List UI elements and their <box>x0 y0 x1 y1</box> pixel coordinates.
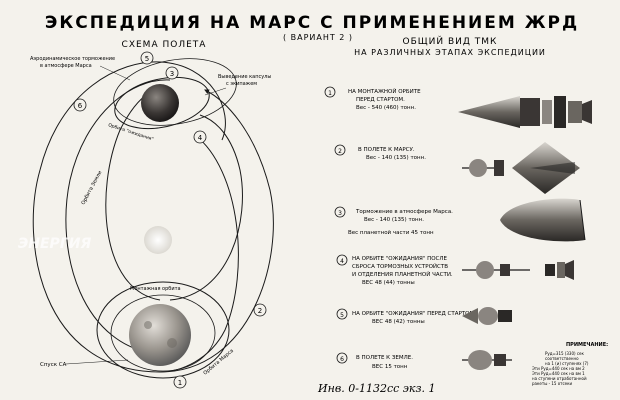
svg-text:на 1 (и) ступенях (7): на 1 (и) ступенях (7) <box>545 361 589 366</box>
sun <box>144 226 172 254</box>
earth-mounting-orbit <box>96 281 230 379</box>
svg-text:4: 4 <box>340 258 344 265</box>
svg-text:Pуд=315 (330) сек: Pуд=315 (330) сек <box>545 351 584 356</box>
mars-planet <box>141 84 179 122</box>
orbit-marker-5: 5 <box>140 51 154 65</box>
stage-4: 4 НА ОРБИТЕ "ОЖИДАНИЯ" ПОСЛЕ СБРОСА ТОРМ… <box>336 254 574 286</box>
earth-planet <box>129 304 191 366</box>
note-block: ПРИМЕЧАНИЕ: Pуд=315 (330) сек соответств… <box>532 342 608 386</box>
label-mounting-orbit: Монтажная орбита <box>130 286 181 292</box>
trajectory-outer-right <box>159 89 274 373</box>
svg-text:Вес - 140 (135) тонн.: Вес - 140 (135) тонн. <box>366 155 426 161</box>
stage-4-spacecraft <box>462 260 574 280</box>
svg-text:НА ОРБИТЕ "ОЖИДАНИЯ" ПОСЛЕ: НА ОРБИТЕ "ОЖИДАНИЯ" ПОСЛЕ <box>352 256 448 262</box>
stages-list: 1 НА МОНТАЖНОЙ ОРБИТЕ ПЕРЕД СТАРТОМ. Вес… <box>324 86 592 370</box>
earth-crater <box>167 338 177 348</box>
stage-2: 2 В ПОЛЕТЕ К МАРСУ. Вес - 140 (135) тонн… <box>334 142 580 194</box>
svg-text:2: 2 <box>258 307 262 315</box>
svg-text:Вес планетной части 45 тонн: Вес планетной части 45 тонн <box>348 229 434 236</box>
watermark: ЭНЕРГИЯ <box>18 236 91 252</box>
svg-text:ракеты - 15 отсеки: ракеты - 15 отсеки <box>532 381 573 386</box>
label-capsule-release: Выведение капсулы <box>218 74 271 80</box>
svg-text:ВЕС 48 (44) тонны: ВЕС 48 (44) тонны <box>362 280 415 286</box>
svg-text:1: 1 <box>178 379 182 387</box>
note-title: ПРИМЕЧАНИЕ: <box>566 342 608 348</box>
label-waiting-orbit: Орбита "ожидания" <box>107 122 154 142</box>
svg-text:3: 3 <box>170 70 174 78</box>
svg-text:НА МОНТАЖНОЙ ОРБИТЕ: НА МОНТАЖНОЙ ОРБИТЕ <box>348 88 421 95</box>
trajectory-outer <box>32 61 226 373</box>
svg-text:ВЕС 48 (42) тонны: ВЕС 48 (42) тонны <box>372 319 425 325</box>
earth-inner-orbit <box>110 294 216 372</box>
svg-text:И ОТДЕЛЕНИЯ ПЛАНЕТНОЙ ЧАСТИ.: И ОТДЕЛЕНИЯ ПЛАНЕТНОЙ ЧАСТИ. <box>352 271 453 278</box>
stage-6: 6 В ПОЛЕТЕ К ЗЕМЛЕ. ВЕС 15 тонн <box>336 350 512 370</box>
svg-text:6: 6 <box>78 102 83 110</box>
orbit-marker-1: 1 <box>173 375 187 389</box>
svg-text:Вес - 140 (135) тонн.: Вес - 140 (135) тонн. <box>364 217 424 223</box>
label-earth-orbit: Орбита Земли <box>80 170 103 206</box>
stage-3-spacecraft <box>500 198 586 242</box>
svg-text:НА ОРБИТЕ "ОЖИДАНИЯ" ПЕРЕД СТА: НА ОРБИТЕ "ОЖИДАНИЯ" ПЕРЕД СТАРТОМ. <box>352 311 476 317</box>
svg-text:3: 3 <box>338 210 342 217</box>
orbit-marker-3: 3 <box>165 66 179 80</box>
flight-scheme: 1 2 3 4 5 6 Аэродинамическое торможение … <box>30 51 274 389</box>
label-aero-braking: Аэродинамическое торможение <box>30 56 115 62</box>
mars-aerobraking-orbit <box>113 58 237 126</box>
svg-text:5: 5 <box>340 312 344 319</box>
svg-text:СБРОСА ТОРМОЗНЫХ УСТРОЙСТВ: СБРОСА ТОРМОЗНЫХ УСТРОЙСТВ <box>352 263 448 270</box>
stage-2-spacecraft <box>462 142 580 194</box>
scheme-title: СХЕМА ПОЛЕТА <box>122 40 207 50</box>
svg-text:на ступени отработанной: на ступени отработанной <box>532 376 587 381</box>
earth-crater <box>144 321 152 329</box>
stage-6-spacecraft <box>462 350 512 370</box>
svg-text:соответственно: соответственно <box>545 356 579 361</box>
orbit-marker-4: 4 <box>193 130 207 144</box>
svg-text:Эти Pуд=440 сек на вм 1: Эти Pуд=440 сек на вм 1 <box>532 371 585 376</box>
stage-5-spacecraft <box>462 307 512 325</box>
orbit-marker-2: 2 <box>253 303 267 317</box>
svg-text:Торможение в атмосфере Марса.: Торможение в атмосфере Марса. <box>355 209 453 215</box>
stage-3: 3 Торможение в атмосфере Марса. Вес - 14… <box>334 198 586 242</box>
stage-5: 5 НА ОРБИТЕ "ОЖИДАНИЯ" ПЕРЕД СТАРТОМ. ВЕ… <box>336 307 512 325</box>
svg-text:1: 1 <box>328 90 332 97</box>
svg-text:2: 2 <box>338 148 342 155</box>
stage-1-spacecraft <box>458 96 592 128</box>
svg-text:4: 4 <box>198 134 203 142</box>
stage-1: 1 НА МОНТАЖНОЙ ОРБИТЕ ПЕРЕД СТАРТОМ. Вес… <box>324 86 592 128</box>
general-view-title: ОБЩИЙ ВИД ТМК <box>403 35 498 47</box>
main-title: ЭКСПЕДИЦИЯ НА МАРС С ПРИМЕНЕНИЕМ ЖРД <box>45 13 579 33</box>
trajectory-return <box>159 134 239 373</box>
svg-text:В ПОЛЕТЕ К ЗЕМЛЕ.: В ПОЛЕТЕ К ЗЕМЛЕ. <box>356 355 413 361</box>
orbit-marker-6: 6 <box>73 98 87 112</box>
svg-text:5: 5 <box>145 55 149 63</box>
inventory-number: Инв. 0-1132сс экз. 1 <box>317 382 435 395</box>
trajectory-inner-right <box>169 114 243 301</box>
svg-text:В ПОЛЕТЕ К МАРСУ.: В ПОЛЕТЕ К МАРСУ. <box>358 147 415 153</box>
svg-text:ВЕС 15 тонн: ВЕС 15 тонн <box>372 364 408 370</box>
mars-waiting-orbit <box>114 76 210 130</box>
label-aero-braking-2: в атмосфере Марса <box>40 63 92 69</box>
svg-text:Вес - 540 (460) тонн.: Вес - 540 (460) тонн. <box>356 105 416 111</box>
label-descent: Спуск СА <box>40 362 67 368</box>
svg-text:Эти Pуд=440 сек на вм 2: Эти Pуд=440 сек на вм 2 <box>532 366 585 371</box>
svg-text:6: 6 <box>340 356 344 363</box>
general-view-subtitle: НА РАЗЛИЧНЫХ ЭТАПАХ ЭКСПЕДИЦИИ <box>354 48 546 57</box>
svg-text:ПЕРЕД СТАРТОМ.: ПЕРЕД СТАРТОМ. <box>356 97 405 103</box>
label-capsule-release-2: с экипажем <box>226 81 257 87</box>
variant-label: ( ВАРИАНТ 2 ) <box>283 33 353 42</box>
